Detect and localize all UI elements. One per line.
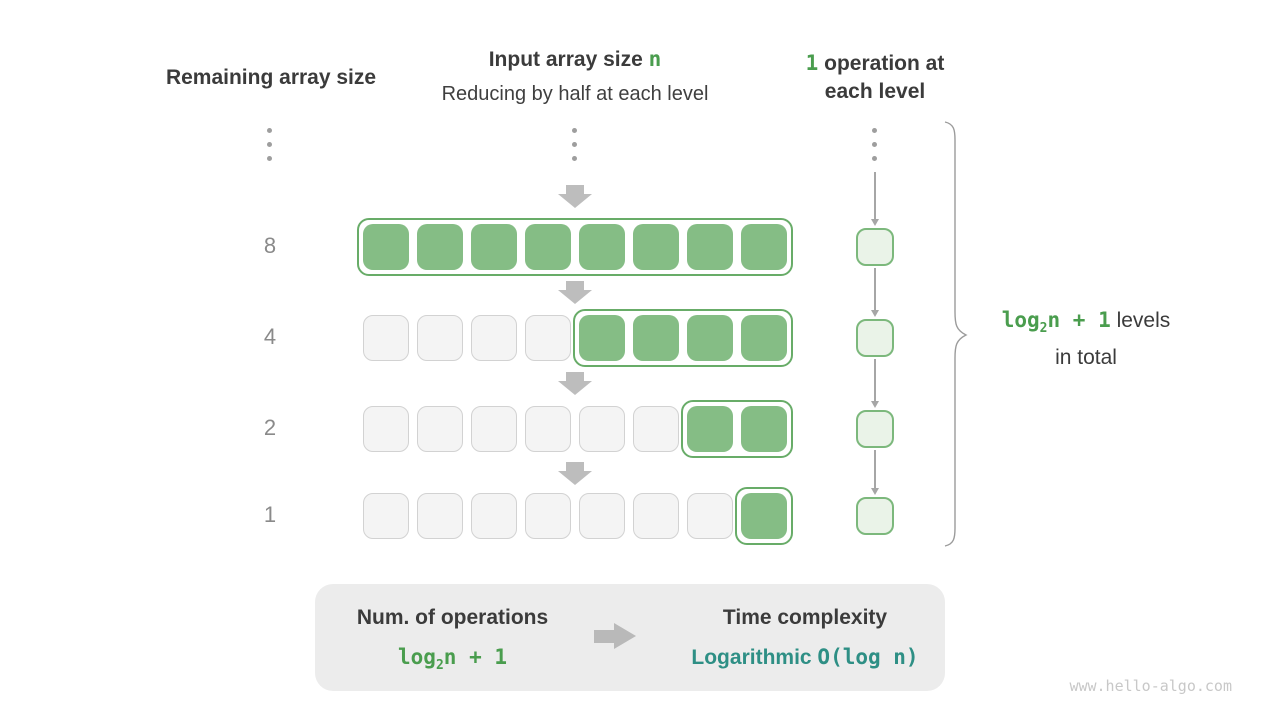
input-array-size-header: Input array size n [425,45,725,74]
array-cell-gray [525,315,571,361]
array-cell-gray [687,493,733,539]
array-cell-gray [471,493,517,539]
array-cell-gray [363,493,409,539]
array-row [363,487,793,545]
input-header-var-n: n [648,47,662,71]
operation-box [856,228,894,266]
right-arrow-icon [594,623,636,649]
active-subarray-outline [735,487,793,545]
array-cell-green [687,406,733,452]
thin-down-arrow-icon [870,450,880,495]
operation-box [856,319,894,357]
time-complexity-value: Logarithmic O(log n) [650,645,960,670]
array-row [357,218,793,276]
array-cell-green [741,493,787,539]
row-label: 2 [263,415,277,440]
watermark: www.hello-algo.com [1069,677,1232,695]
array-cell-gray [471,315,517,361]
num-operations-title: Num. of operations [356,606,549,629]
array-cell-gray [417,493,463,539]
array-cell-green [525,224,571,270]
array-cell-green [741,224,787,270]
array-cell-gray [525,406,571,452]
time-complexity-title: Time complexity [722,606,888,629]
brace-icon [944,121,968,547]
levels-formula: log2n + 1 [1001,308,1111,337]
ellipsis-left [267,128,272,161]
row-label: 1 [263,502,277,527]
summary-panel: Num. of operations log2n + 1 Time comple… [315,584,945,691]
array-cell-gray [417,315,463,361]
operation-box [856,410,894,448]
active-subarray-outline [573,309,793,367]
complexity-notation: O(log n) [817,645,919,669]
thin-down-arrow-icon [870,359,880,408]
array-cell-gray [363,315,409,361]
remaining-array-size-header: Remaining array size [165,66,377,89]
down-arrow-icon [558,462,592,485]
array-cell-green [363,224,409,270]
array-cell-gray [363,406,409,452]
active-subarray-outline [681,400,793,458]
levels-total-label: log2n + 1 levels in total [988,306,1184,372]
array-cell-gray [525,493,571,539]
array-cell-gray [579,406,625,452]
op-header-line1: operation at [818,52,945,75]
row-label: 4 [263,324,277,349]
array-cell-green [471,224,517,270]
array-cell-gray [471,406,517,452]
array-cell-green [579,315,625,361]
levels-word: levels [1110,309,1171,332]
down-arrow-icon [558,372,592,395]
array-cell-green [687,315,733,361]
array-cell-green [633,224,679,270]
array-cell-green [687,224,733,270]
array-cell-gray [579,493,625,539]
down-arrow-icon [558,281,592,304]
op-header-line2: each level [824,80,926,103]
thin-down-arrow-icon [870,172,880,226]
one-operation-header: 1 operation at each level [782,49,968,106]
array-row [363,309,793,367]
in-total-word: in total [1055,346,1117,370]
array-cell-green [633,315,679,361]
ellipsis-center [572,128,577,161]
array-cell-gray [417,406,463,452]
array-row [363,400,793,458]
complexity-name: Logarithmic [691,646,818,669]
active-subarray-outline [357,218,793,276]
array-cell-green [741,315,787,361]
down-arrow-icon [558,185,592,208]
array-cell-green [417,224,463,270]
input-array-subtitle: Reducing by half at each level [441,83,709,105]
op-header-count: 1 [805,51,819,75]
row-label: 8 [263,233,277,258]
num-operations-formula: log2n + 1 [398,645,507,674]
operation-box [856,497,894,535]
thin-down-arrow-icon [870,268,880,317]
array-cell-green [741,406,787,452]
array-cell-gray [633,493,679,539]
input-header-prefix: Input array size [488,48,649,71]
array-cell-green [579,224,625,270]
array-cell-gray [633,406,679,452]
ellipsis-right [872,128,877,161]
